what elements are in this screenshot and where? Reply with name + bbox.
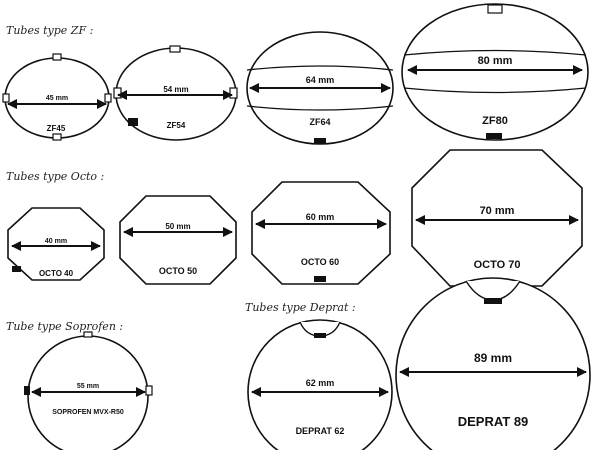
heading-tubes-octo: Tubes type Octo : bbox=[6, 170, 104, 183]
tube-zf45: 45 mm ZF45 bbox=[2, 53, 112, 141]
octo60-dimension-label: 60 mm bbox=[306, 212, 335, 222]
tube-deprat62: 62 mm DEPRAT 62 bbox=[247, 319, 393, 450]
octo40-dimension-label: 40 mm bbox=[45, 238, 67, 245]
zf80-dimension-label: 80 mm bbox=[478, 55, 513, 67]
zf54-notch-top bbox=[169, 45, 181, 53]
zf64-dimension-label: 64 mm bbox=[306, 75, 335, 85]
zf64-tab bbox=[314, 138, 326, 144]
octo60-outline bbox=[251, 181, 391, 285]
tube-zf54: 54 mm ZF54 bbox=[113, 45, 238, 141]
zf80-name-label: ZF80 bbox=[482, 115, 508, 127]
octo40-tab bbox=[12, 266, 21, 272]
deprat62-outline bbox=[247, 319, 393, 450]
deprat89-name-label: DEPRAT 89 bbox=[458, 414, 529, 429]
soprofen-dimension-label: 55 mm bbox=[77, 383, 99, 390]
octo50-outline bbox=[119, 195, 237, 285]
deprat62-name-label: DEPRAT 62 bbox=[296, 426, 345, 436]
tube-soprofen: 55 mm SOPROFEN MVX-R50 bbox=[24, 331, 153, 450]
tube-octo60: 60 mm OCTO 60 bbox=[251, 181, 391, 285]
zf45-notch-top bbox=[52, 53, 62, 61]
octo60-tab bbox=[314, 276, 326, 282]
heading-tube-soprofen: Tube type Soprofen : bbox=[6, 320, 123, 333]
tube-octo50: 50 mm OCTO 50 bbox=[119, 195, 237, 285]
zf54-notch-right bbox=[229, 87, 238, 99]
zf54-name-label: ZF54 bbox=[167, 121, 186, 130]
zf80-flat-bottom bbox=[403, 87, 587, 94]
octo50-dimension-label: 50 mm bbox=[165, 222, 190, 231]
zf54-notch-left bbox=[113, 87, 122, 99]
octo70-name-label: OCTO 70 bbox=[474, 259, 521, 271]
tube-zf64: 64 mm ZF64 bbox=[246, 31, 394, 145]
zf64-flat-top bbox=[246, 65, 394, 71]
zf45-dimension-label: 45 mm bbox=[46, 95, 68, 102]
deprat62-dimension-label: 62 mm bbox=[306, 378, 335, 388]
soprofen-notch-top bbox=[83, 331, 93, 338]
zf45-notch-left bbox=[2, 93, 10, 103]
soprofen-tab-left bbox=[24, 386, 30, 395]
zf54-dimension-label: 54 mm bbox=[163, 85, 188, 94]
tube-octo40: 40 mm OCTO 40 bbox=[7, 207, 105, 281]
deprat62-tab bbox=[314, 333, 326, 338]
octo50-name-label: OCTO 50 bbox=[159, 266, 197, 276]
heading-tubes-zf: Tubes type ZF : bbox=[6, 24, 93, 37]
zf54-tab bbox=[128, 118, 138, 126]
tube-deprat89: 89 mm DEPRAT 89 bbox=[395, 277, 591, 450]
deprat89-dimension-label: 89 mm bbox=[474, 351, 512, 365]
soprofen-name-label: SOPROFEN MVX-R50 bbox=[52, 409, 124, 416]
zf45-notch-right bbox=[104, 93, 112, 103]
zf80-flat-top bbox=[403, 49, 587, 56]
tube-octo70: 70 mm OCTO 70 bbox=[411, 149, 583, 287]
octo70-dimension-label: 70 mm bbox=[480, 205, 515, 217]
zf80-notch-top bbox=[487, 4, 503, 14]
octo40-name-label: OCTO 40 bbox=[39, 269, 74, 278]
zf80-tab bbox=[486, 133, 502, 139]
zf64-flat-bottom bbox=[246, 105, 394, 111]
soprofen-notch-right bbox=[145, 385, 153, 396]
zf45-notch-bottom bbox=[52, 133, 62, 141]
octo60-name-label: OCTO 60 bbox=[301, 257, 339, 267]
tube-zf80: 80 mm ZF80 bbox=[401, 3, 589, 141]
heading-tubes-deprat: Tubes type Deprat : bbox=[245, 301, 356, 314]
deprat89-outline bbox=[395, 277, 591, 450]
zf45-name-label: ZF45 bbox=[47, 124, 66, 133]
zf64-name-label: ZF64 bbox=[309, 117, 330, 127]
deprat89-tab bbox=[484, 298, 502, 304]
